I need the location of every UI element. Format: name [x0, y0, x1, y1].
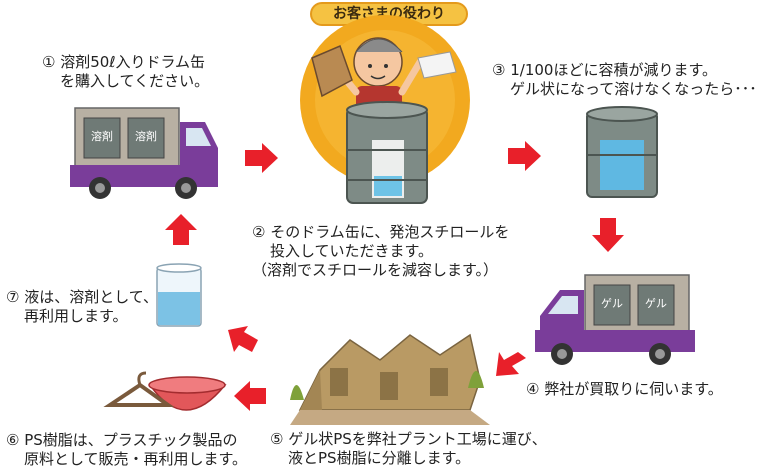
styrofoam-piece	[417, 51, 457, 79]
step-7-text: ⑦ 液は、溶剤として、再利用します。	[6, 288, 159, 325]
arrow-3-to-4	[592, 218, 624, 252]
arrow-5-to-6	[234, 381, 266, 411]
arrow-7-to-1	[165, 214, 197, 245]
truck2-drum-label-1: ゲル	[601, 297, 623, 310]
step-6-text: ⑥ PS樹脂は、プラスチック製品の原料として販売・再利用します。	[6, 431, 248, 468]
factory-illustration	[290, 333, 490, 425]
step-5-text: ⑤ ゲル状PSを弊社プラント工場に運び、液とPS樹脂に分離します。	[270, 430, 547, 467]
drum-reduced	[586, 106, 658, 198]
truck-solvent	[70, 107, 218, 199]
recycled-products	[103, 371, 227, 411]
step-1-text: ① 溶剤50ℓ入りドラム缶を購入してください。	[42, 53, 210, 90]
arrow-2-to-3	[508, 141, 541, 171]
truck1-drum-label-1: 溶剤	[91, 130, 113, 143]
step-4-text: ④ 弊社が買取りに伺います。	[526, 380, 723, 398]
step-2-text: ② そのドラム缶に、発泡スチロールを投入していただきます。（溶剤でスチロールを減…	[252, 223, 510, 279]
arrow-6-to-7	[228, 326, 258, 352]
truck2-drum-label-2: ゲル	[645, 297, 667, 310]
arrow-4-to-5	[496, 352, 526, 376]
truck1-drum-label-2: 溶剤	[135, 130, 157, 143]
cardboard-piece	[311, 44, 353, 98]
beaker-liquid	[156, 263, 202, 327]
arrow-1-to-2	[245, 143, 278, 173]
truck-gel	[535, 274, 695, 365]
step-3-text: ③ 1/100ほどに容積が減ります。ゲル状になって溶けなくなったら･･･	[492, 61, 757, 98]
